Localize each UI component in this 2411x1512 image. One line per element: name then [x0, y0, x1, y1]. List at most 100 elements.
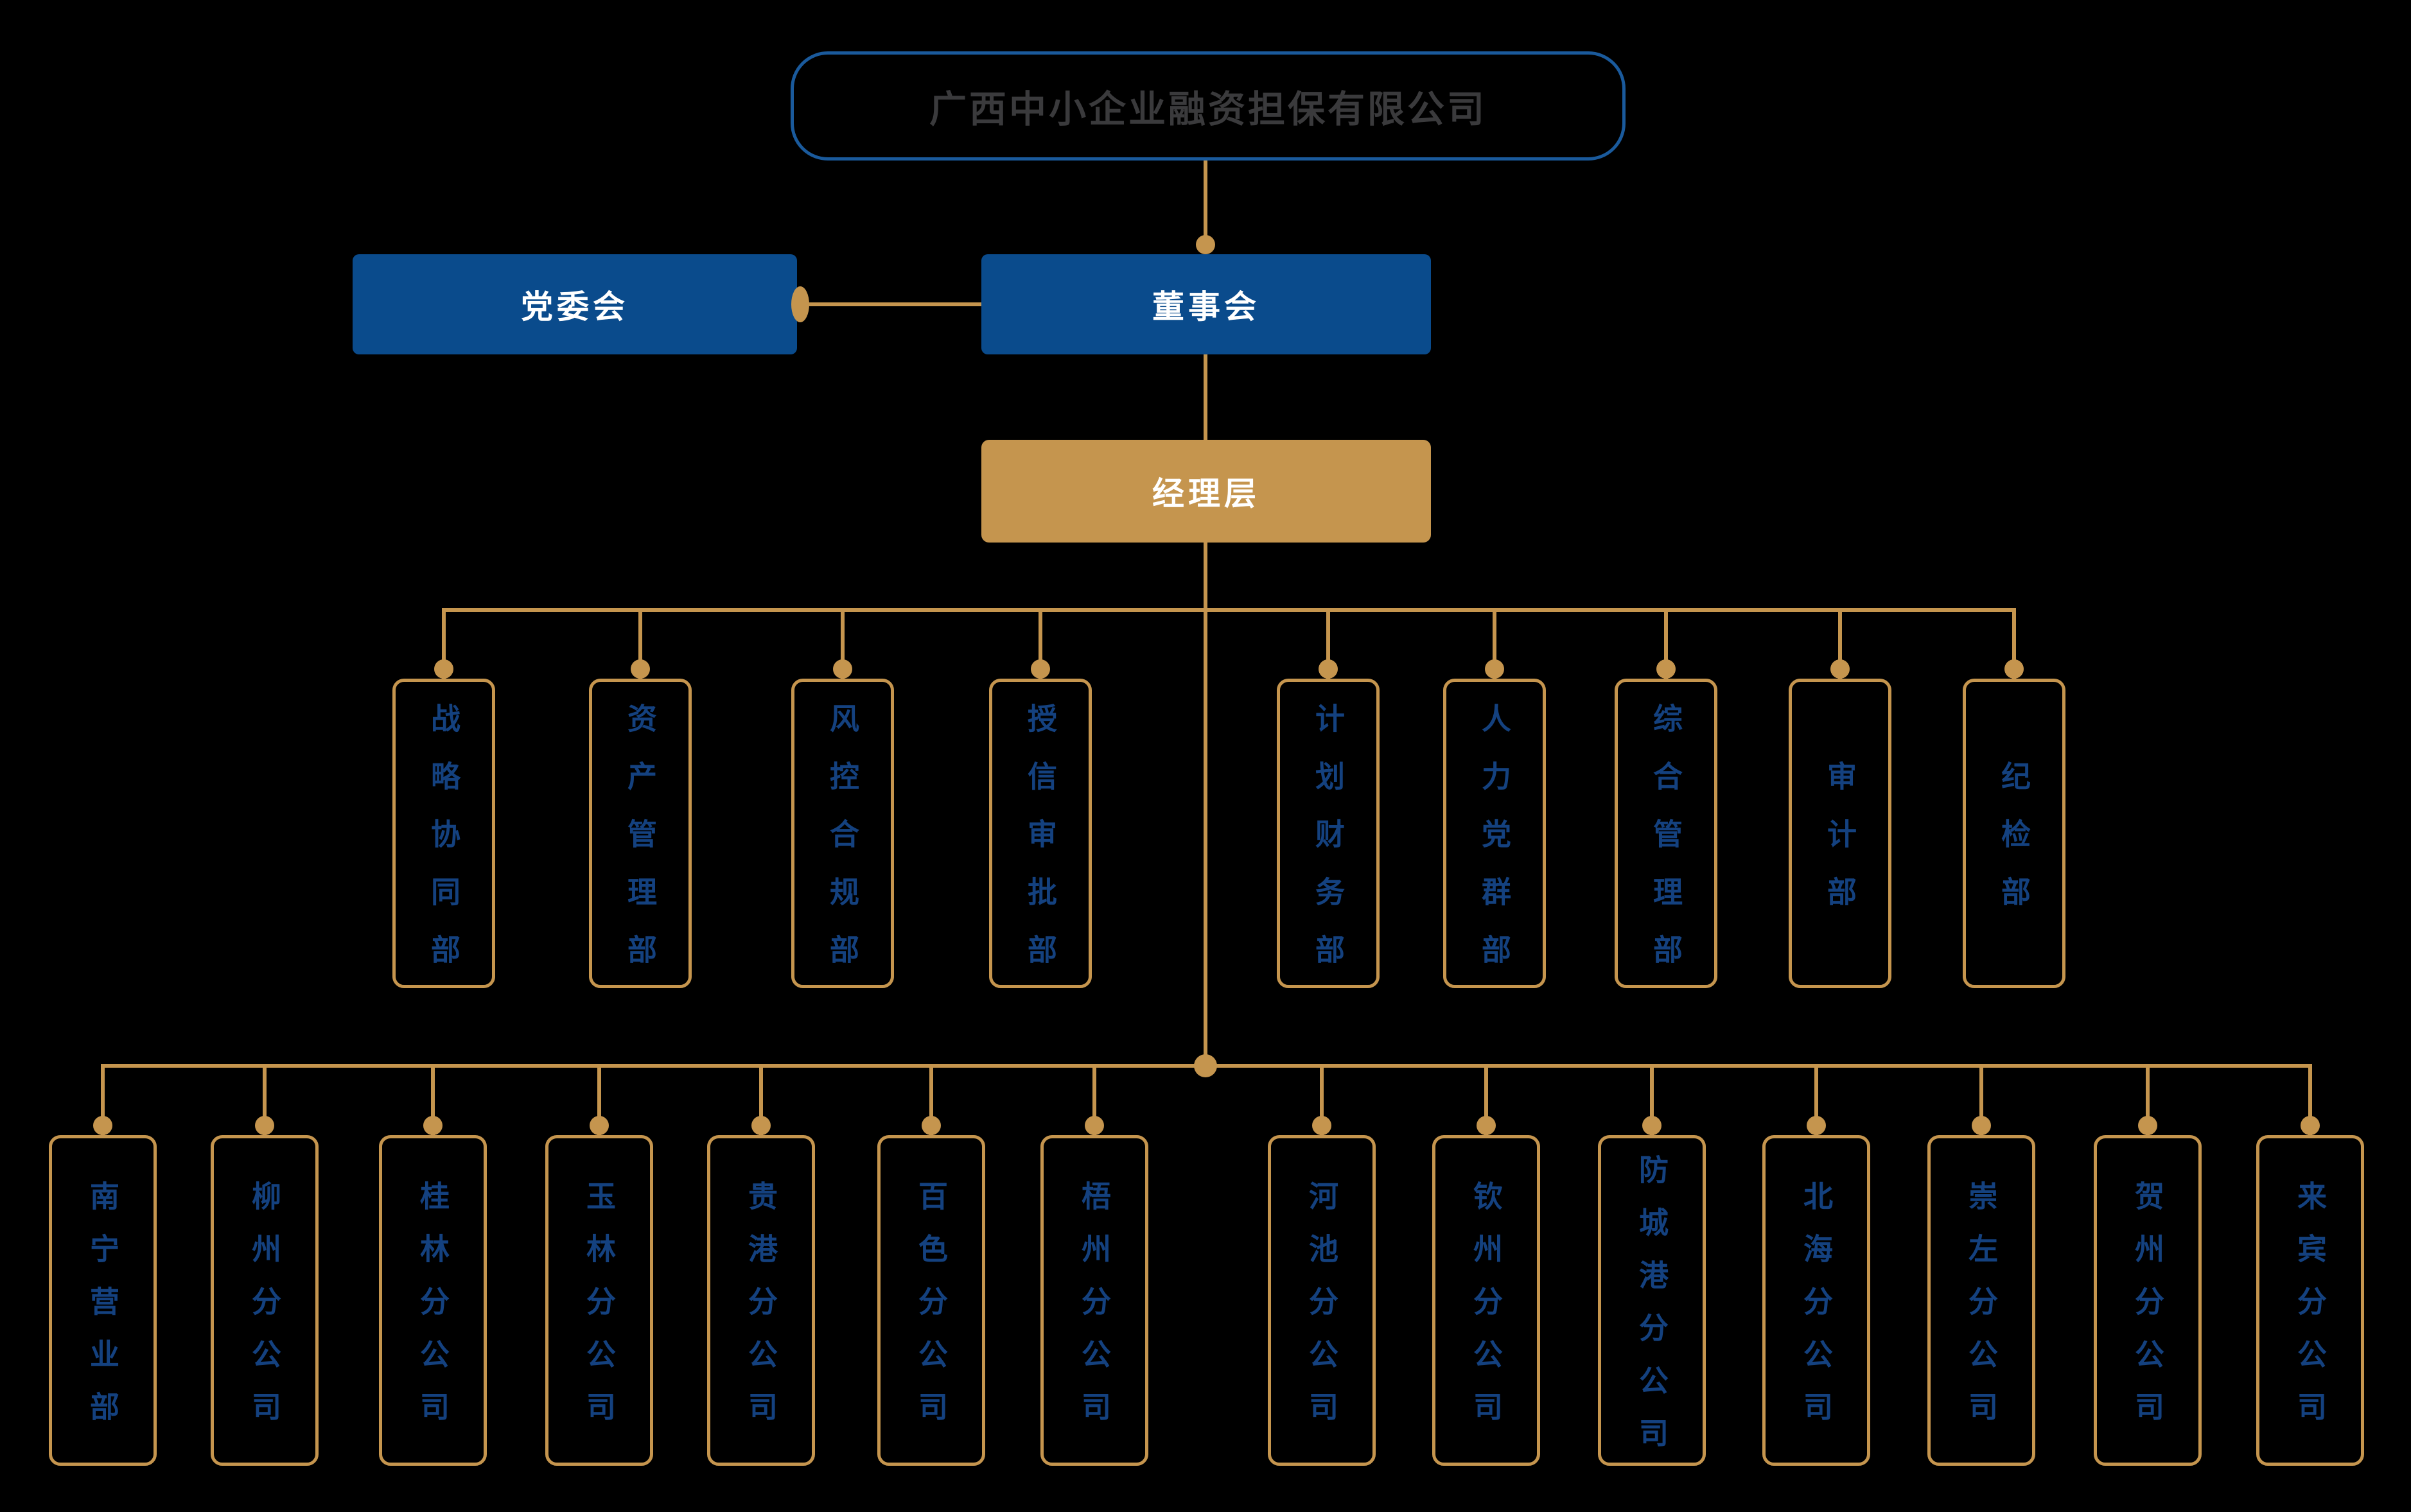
branch-box: 玉林分公司	[545, 1135, 653, 1466]
connector-drop-line	[1664, 608, 1668, 679]
branch-box: 南宁营业部	[49, 1135, 157, 1466]
department-label: 战略协同部	[427, 703, 460, 992]
connector-drop-line	[431, 1064, 435, 1135]
connector-dot	[1656, 659, 1676, 679]
branch-label: 防城港分公司	[1635, 1154, 1669, 1470]
connector-dot	[590, 1116, 609, 1135]
branch-label: 来宾分公司	[2293, 1180, 2327, 1444]
connector-root-to-board	[1204, 161, 1207, 250]
department-box: 资产管理部	[589, 679, 692, 992]
connector-dot	[434, 659, 453, 679]
board-of-directors-node: 董事会	[981, 254, 1431, 354]
department-label: 纪检部	[1997, 761, 2031, 934]
branch-box: 崇左分公司	[1927, 1135, 2035, 1466]
connector-dot-party-side	[791, 286, 809, 322]
branch-label: 梧州分公司	[1078, 1180, 1111, 1444]
department-label: 综合管理部	[1649, 703, 1683, 992]
branch-label: 钦州分公司	[1469, 1180, 1503, 1444]
connector-dot	[1642, 1116, 1661, 1135]
party-committee-node: 党委会	[353, 254, 797, 354]
department-box: 授信审批部	[989, 679, 1092, 992]
branch-label: 玉林分公司	[583, 1180, 616, 1444]
connector-dot	[2301, 1116, 2320, 1135]
connector-dot	[833, 659, 852, 679]
department-label: 审计部	[1823, 761, 1857, 934]
branch-box: 河池分公司	[1268, 1135, 1376, 1466]
branch-box: 柳州分公司	[211, 1135, 319, 1466]
connector-drop-line	[841, 608, 845, 679]
connector-dot	[1085, 1116, 1104, 1135]
branch-label: 柳州分公司	[248, 1180, 281, 1444]
branch-box: 来宾分公司	[2256, 1135, 2364, 1466]
branch-box: 贺州分公司	[2094, 1135, 2202, 1466]
branch-box: 贵港分公司	[707, 1135, 815, 1466]
connector-drop-line	[1326, 608, 1330, 679]
connector-drop-line	[1838, 608, 1842, 679]
department-box: 纪检部	[1963, 679, 2065, 988]
branch-box: 北海分公司	[1762, 1135, 1870, 1466]
company-name: 广西中小企业融资担保有限公司	[929, 89, 1487, 130]
connector-drop-line	[638, 608, 642, 679]
connector-drop-line	[1814, 1064, 1818, 1135]
branch-label: 桂林分公司	[416, 1180, 450, 1444]
branch-box: 百色分公司	[877, 1135, 985, 1466]
department-box: 计划财务部	[1277, 679, 1380, 992]
connector-drop-line	[1039, 608, 1042, 679]
connector-dot-board-top	[1196, 235, 1215, 254]
connector-drop-line	[1092, 1064, 1096, 1135]
branch-label: 贺州分公司	[2131, 1180, 2164, 1444]
connector-drop-line	[1493, 608, 1496, 679]
department-box: 审计部	[1789, 679, 1891, 988]
branch-box: 梧州分公司	[1040, 1135, 1148, 1466]
connector-drop-line	[2012, 608, 2016, 679]
party-committee-label: 党委会	[521, 289, 629, 325]
connector-dot	[1477, 1116, 1496, 1135]
department-box: 战略协同部	[392, 679, 495, 992]
connector-dot	[255, 1116, 274, 1135]
branch-label: 贵港分公司	[744, 1180, 778, 1444]
connector-drop-line	[2146, 1064, 2150, 1135]
connector-drop-line	[597, 1064, 601, 1135]
connector-drop-line	[1484, 1064, 1488, 1135]
department-box: 综合管理部	[1615, 679, 1717, 992]
connector-board-to-party	[800, 302, 981, 306]
connector-dot-branch-bus-junction	[1194, 1054, 1217, 1077]
branch-box: 钦州分公司	[1432, 1135, 1540, 1466]
connector-drop-line	[1320, 1064, 1324, 1135]
connector-dot	[1319, 659, 1338, 679]
connector-dot	[922, 1116, 941, 1135]
connector-drop-line	[263, 1064, 267, 1135]
connector-board-to-management	[1204, 354, 1207, 440]
connector-dot	[1031, 659, 1050, 679]
board-of-directors-label: 董事会	[1152, 289, 1260, 325]
branch-label: 河池分公司	[1305, 1180, 1338, 1444]
connector-dot	[631, 659, 650, 679]
connector-drop-line	[1650, 1064, 1654, 1135]
connector-dot	[1830, 659, 1850, 679]
department-label: 风控合规部	[826, 703, 859, 992]
management-node: 经理层	[981, 440, 1431, 543]
connector-dot	[1807, 1116, 1826, 1135]
branch-label: 南宁营业部	[86, 1180, 119, 1444]
connector-dot	[751, 1116, 771, 1135]
branch-box: 防城港分公司	[1598, 1135, 1706, 1470]
connector-center-trunk	[1204, 543, 1207, 1066]
connector-dot	[2138, 1116, 2157, 1135]
connector-drop-line	[2308, 1064, 2312, 1135]
branch-label: 崇左分公司	[1965, 1180, 1998, 1444]
connector-drop-line	[1979, 1064, 1983, 1135]
department-label: 授信审批部	[1024, 703, 1057, 992]
department-label: 计划财务部	[1311, 703, 1345, 992]
connector-drop-line	[101, 1064, 105, 1135]
connector-dot	[1485, 659, 1504, 679]
department-label: 资产管理部	[624, 703, 657, 992]
department-label: 人力党群部	[1478, 703, 1511, 992]
branch-label: 北海分公司	[1800, 1180, 1833, 1444]
connector-drop-line	[759, 1064, 763, 1135]
department-box: 人力党群部	[1443, 679, 1546, 992]
branch-label: 百色分公司	[915, 1180, 948, 1444]
connector-dot	[2004, 659, 2024, 679]
connector-dot	[1972, 1116, 1991, 1135]
branch-box: 桂林分公司	[379, 1135, 487, 1466]
